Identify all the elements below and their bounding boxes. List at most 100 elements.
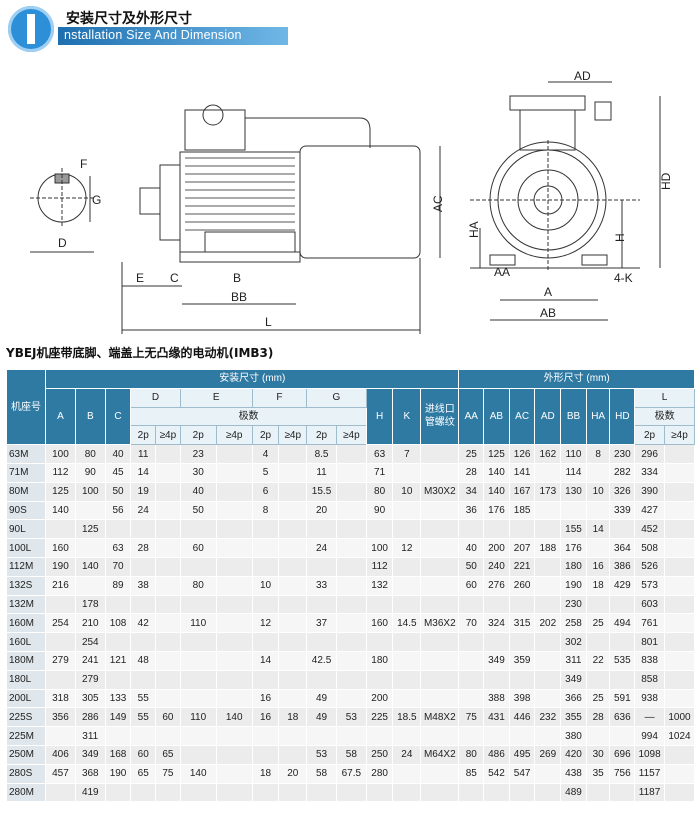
value-cell (179, 782, 217, 803)
value-cell: 25 (585, 613, 611, 634)
poles-header: 极数 (130, 406, 367, 427)
value-cell (458, 519, 485, 540)
value-cell: 1000 (663, 707, 696, 728)
value-cell: 125 (74, 519, 106, 540)
model-cell: 132S (5, 575, 47, 596)
value-cell: 11 (130, 444, 157, 464)
value-cell: 149 (104, 707, 132, 728)
dim-label-c: C (170, 271, 179, 285)
value-cell: 324 (483, 613, 510, 634)
motor-dimension-drawing: F G D E C B BB L AC AD HD HA H AA A AB 4… (30, 69, 673, 334)
value-cell: 302 (560, 632, 587, 652)
value-cell: 542 (483, 763, 510, 784)
value-cell: 162 (534, 444, 562, 464)
dim-label-h: H (613, 233, 627, 242)
value-cell (483, 594, 510, 615)
value-cell (306, 556, 337, 577)
value-cell: 168 (104, 744, 132, 765)
value-cell (335, 726, 367, 746)
value-cell: 838 (634, 650, 665, 671)
value-cell (215, 444, 253, 464)
value-cell: 28 (130, 538, 157, 558)
value-cell: 318 (45, 688, 76, 709)
value-cell (155, 538, 181, 558)
value-cell (420, 500, 460, 521)
value-cell: 190 (560, 575, 587, 596)
value-cell (335, 669, 367, 690)
value-cell (306, 782, 337, 803)
value-cell (663, 613, 696, 634)
value-cell: 24 (130, 500, 157, 521)
value-cell: 38 (130, 575, 157, 596)
value-cell: 23 (179, 444, 217, 464)
value-cell (278, 744, 308, 765)
value-cell (278, 481, 308, 502)
value-cell (392, 763, 422, 784)
dim-label-l: L (265, 315, 272, 329)
value-cell (663, 538, 696, 558)
value-cell: 25 (458, 444, 485, 464)
value-cell: 50 (104, 481, 132, 502)
value-cell: 8.5 (306, 444, 337, 464)
value-cell (365, 669, 394, 690)
value-cell: M36X2 (420, 613, 460, 634)
model-cell: 100L (5, 538, 47, 558)
dim-label-d: D (58, 236, 67, 250)
value-cell (335, 481, 367, 502)
col-ab: AB (483, 387, 510, 446)
col-ac: AC (508, 387, 536, 446)
value-cell: 112 (365, 556, 394, 577)
value-cell (420, 782, 460, 803)
dim-label-g: G (92, 193, 101, 207)
value-cell (508, 594, 536, 615)
value-cell (45, 782, 76, 803)
value-cell: 419 (74, 782, 106, 803)
model-cell: 71M (5, 462, 47, 483)
value-cell (534, 594, 562, 615)
value-cell (104, 669, 132, 690)
value-cell: 36 (458, 500, 485, 521)
pole-2p: 2p (251, 425, 280, 446)
value-cell (420, 444, 460, 464)
value-cell: 10 (392, 481, 422, 502)
value-cell (458, 669, 485, 690)
value-cell (420, 594, 460, 615)
dim-label-hd: HD (659, 172, 673, 190)
value-cell (392, 594, 422, 615)
value-cell: 60 (179, 538, 217, 558)
value-cell: 18 (251, 763, 280, 784)
value-cell: 14.5 (392, 613, 422, 634)
value-cell: 90 (365, 500, 394, 521)
value-cell: 368 (74, 763, 106, 784)
value-cell (306, 726, 337, 746)
value-cell: 49 (306, 707, 337, 728)
value-cell: 547 (508, 763, 536, 784)
value-cell (534, 556, 562, 577)
value-cell (663, 575, 696, 596)
value-cell (251, 782, 280, 803)
value-cell: 33 (306, 575, 337, 596)
value-cell: 315 (508, 613, 536, 634)
value-cell (179, 556, 217, 577)
value-cell (534, 632, 562, 652)
value-cell: 250 (365, 744, 394, 765)
value-cell (74, 500, 106, 521)
value-cell: 167 (508, 481, 536, 502)
pole-2p: 2p (130, 425, 157, 446)
value-cell: 210 (74, 613, 106, 634)
value-cell: 535 (609, 650, 636, 671)
value-cell: 80 (74, 444, 106, 464)
value-cell: 1187 (634, 782, 665, 803)
value-cell (609, 519, 636, 540)
value-cell (179, 688, 217, 709)
value-cell: 114 (560, 462, 587, 483)
value-cell: 160 (365, 613, 394, 634)
value-cell (458, 782, 485, 803)
value-cell: 258 (560, 613, 587, 634)
value-cell: 56 (104, 500, 132, 521)
value-cell: 130 (560, 481, 587, 502)
